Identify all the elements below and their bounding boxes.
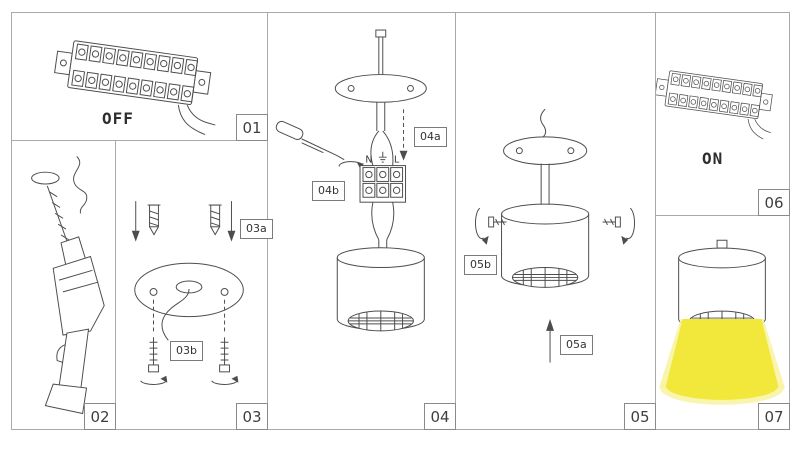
side-screw-right <box>602 216 621 228</box>
lamp-body <box>678 247 766 332</box>
wire <box>747 118 764 140</box>
panel-step-03-mount-plate: 03a 03b 03 <box>115 140 273 430</box>
terminal-label-n: N <box>365 155 372 166</box>
tag-03a: 03a <box>240 219 273 239</box>
screwdriver-icon <box>275 120 345 161</box>
earth-icon <box>378 151 387 163</box>
terminal-strip-on-illustration <box>656 70 773 140</box>
tag-05b: 05b <box>464 255 497 275</box>
cable <box>161 288 190 341</box>
wire <box>177 104 199 133</box>
lit-lamp-illustration <box>658 239 786 405</box>
lamp-body <box>501 203 590 288</box>
lamp-lens <box>347 310 414 332</box>
panel-step-07-light-on: 07 <box>655 215 790 430</box>
step-number-01: 01 <box>236 114 268 141</box>
lamp-body <box>336 247 425 332</box>
drill-illustration <box>31 156 105 415</box>
light-beam <box>658 319 786 405</box>
wire <box>186 104 209 124</box>
tag-03b: 03b <box>170 341 203 361</box>
step-number-03: 03 <box>236 403 268 430</box>
mounting-plate-illustration <box>131 201 244 385</box>
wall-anchor-right <box>208 201 236 242</box>
terminal-strip <box>54 40 216 135</box>
canopy <box>334 74 427 103</box>
tag-05a: 05a <box>560 335 593 355</box>
drill-icon <box>44 185 105 415</box>
terminal-label-l: L <box>394 155 400 166</box>
screw-left <box>140 337 168 385</box>
panel-step-04-wiring: N L <box>267 12 456 430</box>
wiring-illustration: N L <box>275 29 427 332</box>
canopy <box>503 136 588 166</box>
panel-step-05-attach-lamp: 05b 05a 05 <box>455 12 656 430</box>
panel-step-06-power-on: ON 06 <box>655 12 790 216</box>
step-number-02: 02 <box>84 403 116 430</box>
cable <box>540 108 547 140</box>
screw-right <box>211 337 239 385</box>
rotate-arrow-right <box>621 207 636 245</box>
wire <box>754 119 771 133</box>
attach-lamp-illustration <box>474 108 636 363</box>
terminal-block <box>359 165 407 203</box>
panel-step-01-power-off: OFF 01 <box>11 12 268 141</box>
panel-step-02-drill: 02 <box>11 140 116 430</box>
ceiling-plate <box>134 262 244 341</box>
step-number-07: 07 <box>758 403 790 430</box>
suspension-rod <box>540 163 550 209</box>
step-number-06: 06 <box>758 189 790 216</box>
ceiling-stub <box>375 29 387 38</box>
tag-04a: 04a <box>414 127 447 147</box>
drilled-hole <box>31 171 60 185</box>
wall-anchor-left <box>131 201 161 242</box>
lamp-lens <box>511 267 579 288</box>
tag-04b: 04b <box>312 181 345 201</box>
power-off-label: OFF <box>102 109 134 128</box>
terminal-strip-off-illustration <box>54 40 216 135</box>
rotate-arrow-left <box>474 207 489 245</box>
lamp-stub <box>716 239 728 249</box>
step-number-05: 05 <box>624 403 656 430</box>
ceiling-wire <box>73 156 88 214</box>
step-number-04: 04 <box>424 403 456 430</box>
side-screw-left <box>488 216 507 228</box>
suspension-rod <box>376 102 386 131</box>
supply-wires <box>370 130 394 166</box>
terminal-strip <box>656 70 773 140</box>
power-on-label: ON <box>702 149 724 168</box>
lamp-wires <box>371 202 395 241</box>
